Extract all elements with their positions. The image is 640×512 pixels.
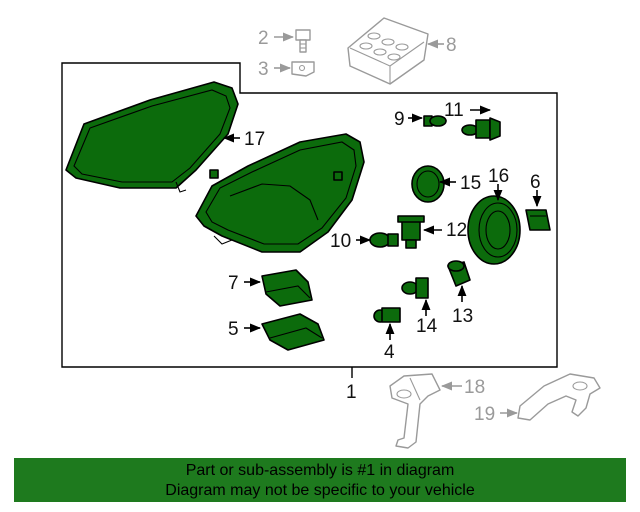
part-4-bulb-icon[interactable] xyxy=(373,307,401,323)
part-11-bulb-icon[interactable] xyxy=(461,117,501,141)
part-10-bulb-icon[interactable] xyxy=(369,232,399,248)
part-6-connector-icon[interactable] xyxy=(525,209,551,231)
assembly-boundary xyxy=(61,62,558,368)
callout-11: 11 xyxy=(444,100,464,121)
callout-5: 5 xyxy=(228,319,239,340)
part-18-bracket-icon[interactable] xyxy=(389,373,441,449)
part-8-module-icon[interactable] xyxy=(347,17,429,85)
parts-diagram: 2 3 8 18 19 17 xyxy=(61,17,601,449)
callout-9: 9 xyxy=(394,109,405,130)
part-5-module-icon[interactable] xyxy=(261,313,325,351)
part-15-cap-icon[interactable] xyxy=(411,165,445,203)
headlamp-housing-icon xyxy=(195,133,365,253)
callout-1: 1 xyxy=(346,382,357,403)
callout-19: 19 xyxy=(474,404,495,425)
callout-18: 18 xyxy=(464,377,485,398)
callout-8: 8 xyxy=(446,35,457,56)
callout-12: 12 xyxy=(446,220,467,241)
callout-3: 3 xyxy=(258,59,269,80)
callout-16: 16 xyxy=(488,166,509,187)
part-2-bolt-icon[interactable] xyxy=(295,29,311,53)
callout-2: 2 xyxy=(258,28,269,49)
part-19-bracket-icon[interactable] xyxy=(517,373,601,421)
part-16-round-cover-icon[interactable] xyxy=(467,195,521,265)
callout-6: 6 xyxy=(530,172,541,193)
callout-17: 17 xyxy=(244,129,265,150)
part-9-bulb-icon[interactable] xyxy=(423,115,447,127)
part-12-socket-icon[interactable] xyxy=(397,215,425,249)
callout-13: 13 xyxy=(452,306,473,327)
callout-7: 7 xyxy=(228,273,239,294)
part-3-clip-icon[interactable] xyxy=(291,61,315,77)
callout-15: 15 xyxy=(460,173,481,194)
footer-line-1: Part or sub-assembly is #1 in diagram xyxy=(185,462,455,479)
callout-10: 10 xyxy=(330,231,351,252)
part-13-socket-icon[interactable] xyxy=(447,260,471,287)
callout-14: 14 xyxy=(416,316,438,337)
footer-line-2: Diagram may not be specific to your vehi… xyxy=(165,482,475,499)
footer-banner: Part or sub-assembly is #1 in diagram Di… xyxy=(14,458,626,502)
callout-4: 4 xyxy=(384,342,395,363)
part-17-lens-cover-icon[interactable] xyxy=(65,81,239,193)
part-7-module-icon[interactable] xyxy=(261,269,313,307)
part-14-bulb-icon[interactable] xyxy=(401,277,429,299)
